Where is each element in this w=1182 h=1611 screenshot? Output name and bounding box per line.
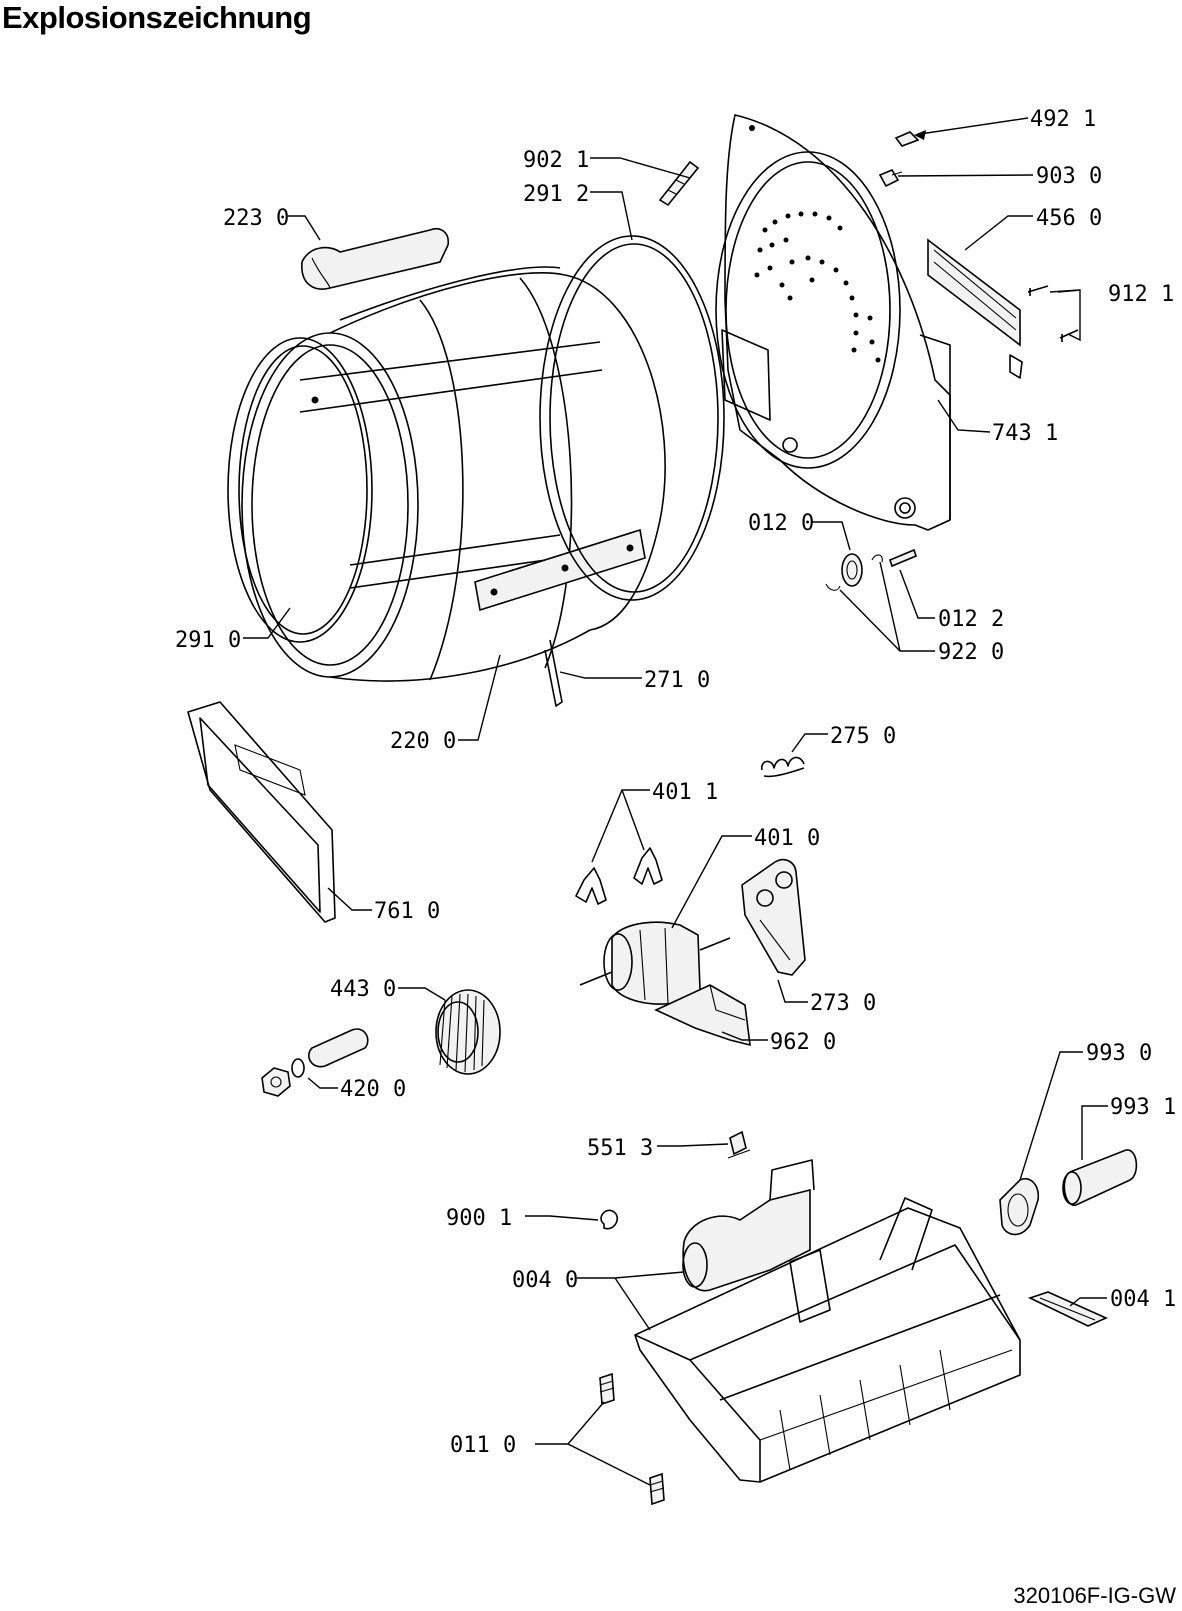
- callout-922-0: 922 0: [938, 640, 1004, 665]
- callout-291-0: 291 0: [175, 628, 241, 653]
- cable-clamp-part[interactable]: [600, 1209, 619, 1230]
- base-frame-part[interactable]: [634, 1197, 1021, 1483]
- callout-761-0: 761 0: [374, 899, 440, 924]
- leader-lines: [243, 117, 1108, 1486]
- callout-004-0: 004 0: [512, 1268, 578, 1293]
- tension-spring-part[interactable]: [761, 756, 805, 778]
- callout-291-2: 291 2: [523, 182, 589, 207]
- callout-labels: 492 1 902 1 903 0 291 2 223 0 456 0 912 …: [175, 107, 1176, 1458]
- drum-lifter-part[interactable]: [301, 228, 450, 290]
- clip-492-part[interactable]: [894, 131, 920, 147]
- callout-993-1: 993 1: [1110, 1095, 1176, 1120]
- clip-922-part[interactable]: [825, 554, 883, 591]
- callout-912-1: 912 1: [1108, 282, 1174, 307]
- callout-011-0: 011 0: [450, 1433, 516, 1458]
- gasket-004-1-part[interactable]: [1027, 1291, 1108, 1327]
- callout-903-0: 903 0: [1036, 164, 1102, 189]
- bracket-902-part[interactable]: [658, 160, 700, 207]
- callout-900-1: 900 1: [446, 1206, 512, 1231]
- callout-993-0: 993 0: [1086, 1041, 1152, 1066]
- lint-filter-part[interactable]: [187, 701, 336, 923]
- callout-401-0: 401 0: [754, 826, 820, 851]
- callout-443-0: 443 0: [330, 977, 396, 1002]
- fan-housing-part[interactable]: [682, 1159, 815, 1292]
- connector-551-part[interactable]: [727, 1130, 751, 1159]
- callout-220-0: 220 0: [390, 729, 456, 754]
- motor-cover-part[interactable]: [654, 984, 751, 1047]
- callout-004-1: 004 1: [1110, 1287, 1176, 1312]
- callout-273-0: 273 0: [810, 991, 876, 1016]
- callout-223-0: 223 0: [223, 206, 289, 231]
- drum-part[interactable]: [241, 266, 666, 682]
- callout-902-1: 902 1: [523, 148, 589, 173]
- callout-962-0: 962 0: [770, 1030, 836, 1055]
- roller-012-part[interactable]: [841, 553, 863, 587]
- fan-shaft-part[interactable]: [261, 1028, 369, 1097]
- sleeve-993-1-part[interactable]: [1062, 1149, 1138, 1206]
- callout-012-2: 012 2: [938, 607, 1004, 632]
- callout-743-1: 743 1: [992, 421, 1058, 446]
- heater-element-part[interactable]: [927, 238, 1023, 379]
- rear-seal-ring-part[interactable]: [539, 235, 725, 601]
- callout-492-1: 492 1: [1030, 107, 1096, 132]
- drum-belt-part[interactable]: [544, 639, 563, 707]
- foot-011-part[interactable]: [599, 1372, 665, 1506]
- drive-motor-part[interactable]: [579, 921, 731, 1005]
- rear-bulkhead-part[interactable]: [715, 114, 951, 531]
- motor-clip-part[interactable]: [575, 847, 663, 905]
- screw-912-part[interactable]: [1027, 285, 1079, 342]
- cap-993-part[interactable]: [999, 1178, 1040, 1236]
- front-seal-ring-part[interactable]: [227, 337, 373, 643]
- shaft-012-2-part[interactable]: [889, 548, 917, 568]
- holder-903-part[interactable]: [878, 168, 903, 188]
- fan-wheel-part[interactable]: [435, 989, 501, 1075]
- page-title: Explosionszeichnung: [2, 0, 312, 35]
- callout-275-0: 275 0: [830, 724, 896, 749]
- callout-420-0: 420 0: [340, 1077, 406, 1102]
- callout-401-1: 401 1: [652, 780, 718, 805]
- motor-bracket-part[interactable]: [741, 858, 806, 976]
- callout-551-3: 551 3: [587, 1136, 653, 1161]
- callout-271-0: 271 0: [644, 668, 710, 693]
- document-code: 320106F-IG-GW: [1013, 1583, 1176, 1608]
- callout-012-0: 012 0: [748, 511, 814, 536]
- callout-456-0: 456 0: [1036, 206, 1102, 231]
